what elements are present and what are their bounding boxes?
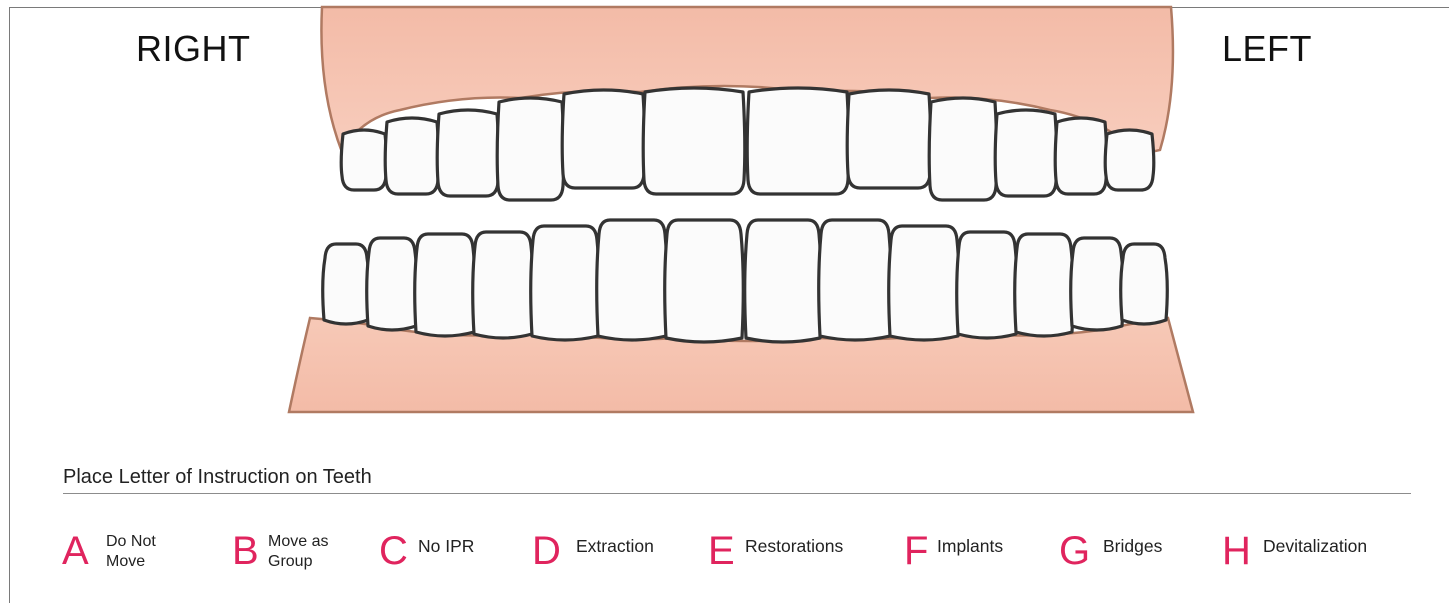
upper-tooth xyxy=(995,110,1057,196)
legend-text: Devitalization xyxy=(1263,536,1367,557)
lower-tooth xyxy=(1121,244,1168,324)
legend-text: Bridges xyxy=(1103,536,1162,557)
lower-tooth xyxy=(819,220,892,340)
upper-tooth xyxy=(562,90,645,188)
upper-tooth xyxy=(341,130,387,190)
legend-letter: H xyxy=(1222,526,1251,576)
legend-text: No IPR xyxy=(418,536,474,557)
legend-letter: B xyxy=(232,526,259,576)
legend-text: Do Not Move xyxy=(106,532,196,572)
lower-tooth xyxy=(323,244,370,324)
lower-tooth xyxy=(1071,238,1124,330)
upper-tooth xyxy=(643,88,745,194)
lower-tooth xyxy=(473,232,534,338)
lower-teeth-group xyxy=(323,220,1168,342)
legend-text: Extraction xyxy=(576,536,654,557)
lower-tooth xyxy=(415,234,476,336)
instruction-heading: Place Letter of Instruction on Teeth xyxy=(63,466,372,489)
legend-letter: D xyxy=(532,526,561,576)
lower-tooth xyxy=(597,220,668,340)
upper-tooth xyxy=(385,118,439,194)
legend-text: Restorations xyxy=(745,536,843,557)
upper-tooth xyxy=(437,110,499,196)
legend-letter: F xyxy=(904,526,928,576)
upper-tooth xyxy=(1105,130,1154,190)
upper-tooth xyxy=(747,88,849,194)
legend-letter: C xyxy=(379,526,408,576)
lower-tooth xyxy=(745,220,822,342)
lower-tooth xyxy=(957,232,1018,338)
upper-tooth xyxy=(929,98,997,200)
legend-text: Move as Group xyxy=(268,532,358,572)
lower-tooth xyxy=(665,220,744,342)
upper-tooth xyxy=(1055,118,1107,194)
lower-tooth xyxy=(889,226,960,340)
legend-text: Implants xyxy=(937,536,1003,557)
legend-letter: A xyxy=(62,526,89,576)
lower-tooth xyxy=(1015,234,1074,336)
lower-tooth xyxy=(367,238,418,330)
upper-tooth xyxy=(847,90,931,188)
legend-letter: G xyxy=(1059,526,1090,576)
legend-letter: E xyxy=(708,526,735,576)
instruction-divider xyxy=(63,493,1411,494)
lower-tooth xyxy=(531,226,600,340)
upper-tooth xyxy=(497,98,564,200)
instruction-legend: A Do Not Move B Move as Group C No IPR D… xyxy=(0,525,1449,585)
